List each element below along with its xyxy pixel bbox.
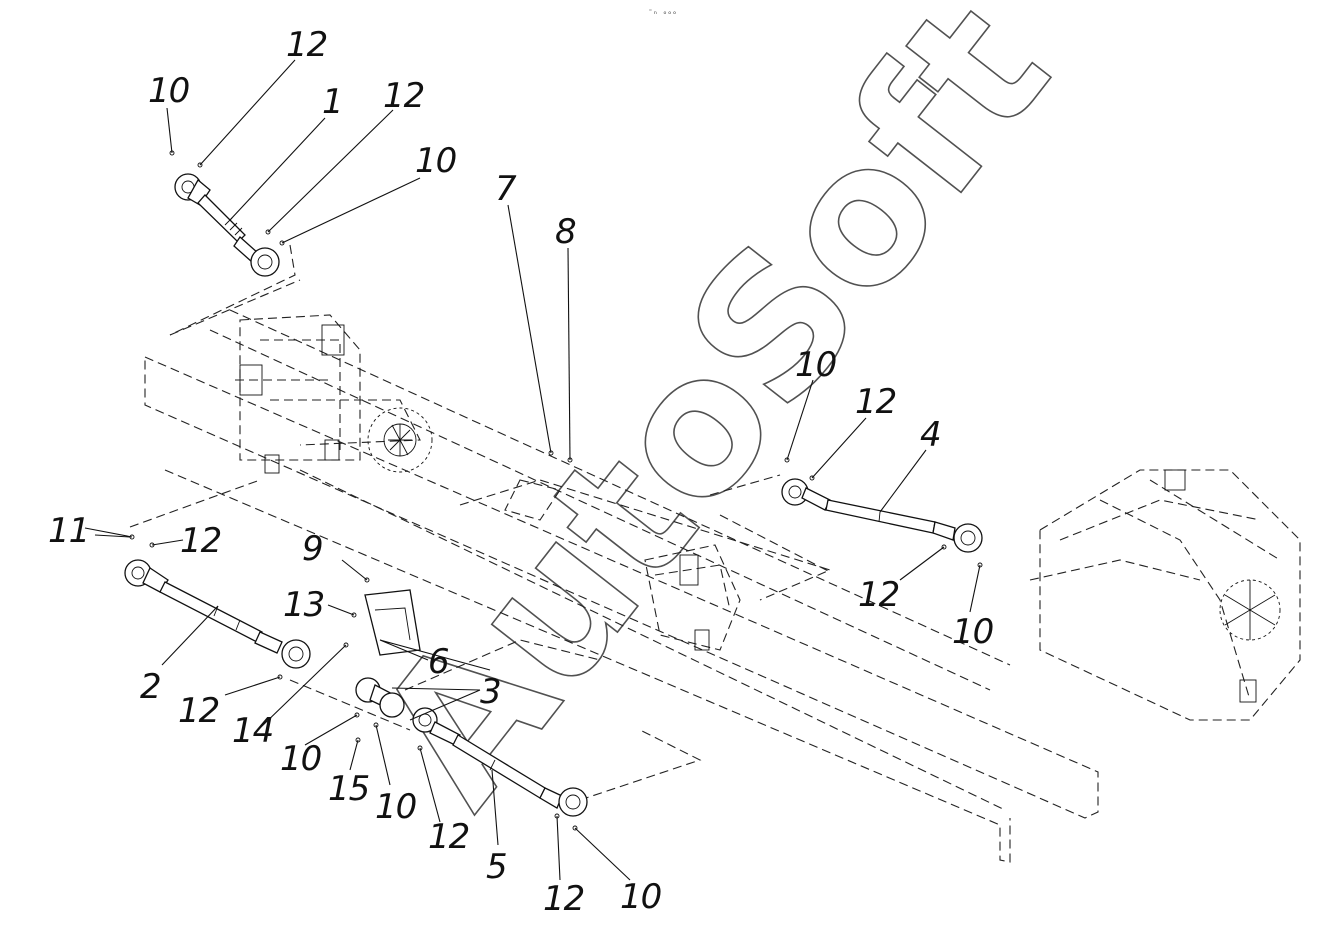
- callout-12: 12: [855, 382, 896, 422]
- driveshaft-5-with-support: [343, 450, 588, 831]
- callout-9: 9: [302, 529, 323, 569]
- callout-14: 14: [232, 711, 273, 751]
- callout-10: 10: [795, 345, 836, 385]
- callout-10: 10: [280, 739, 321, 779]
- driveshaft-2: [124, 534, 311, 680]
- watermark: AutoSoft: [334, 0, 1091, 844]
- callout-12: 12: [178, 691, 219, 731]
- callout-11: 11: [48, 511, 89, 551]
- callout-8: 8: [555, 212, 576, 252]
- callout-13: 13: [283, 585, 324, 625]
- callout-10: 10: [620, 877, 661, 917]
- callout-12: 12: [286, 25, 327, 65]
- callout-15: 15: [328, 769, 369, 809]
- callout-10: 10: [415, 141, 456, 181]
- callout-3: 3: [480, 672, 501, 712]
- callout-12: 12: [428, 817, 469, 857]
- transfer-case: [235, 314, 433, 474]
- callout-10: 10: [148, 71, 189, 111]
- driveshaft-4: [781, 457, 983, 568]
- callout-12: 12: [180, 521, 221, 561]
- watermark-text: AutoSoft: [335, 0, 1091, 844]
- driveshaft-1: [169, 150, 296, 336]
- callout-12: 12: [543, 879, 584, 919]
- header-mark: ⁼ₙ ₒₒₒ: [648, 7, 677, 16]
- callout-10: 10: [375, 787, 416, 827]
- callouts: 10 12 1 12 10 7 8 10 12 4 12 10 11 12 2 …: [48, 25, 994, 919]
- intermediate-support: [504, 479, 741, 651]
- callout-5: 5: [486, 847, 507, 887]
- callout-10: 10: [952, 612, 993, 652]
- leader-lines: [84, 59, 981, 881]
- callout-6: 6: [428, 642, 449, 682]
- callout-2: 2: [140, 667, 161, 707]
- callout-12: 12: [383, 76, 424, 116]
- callout-7: 7: [495, 169, 517, 209]
- callout-1: 1: [322, 82, 343, 122]
- callout-12: 12: [858, 575, 899, 615]
- engine: [1029, 469, 1301, 721]
- callout-4: 4: [920, 415, 941, 455]
